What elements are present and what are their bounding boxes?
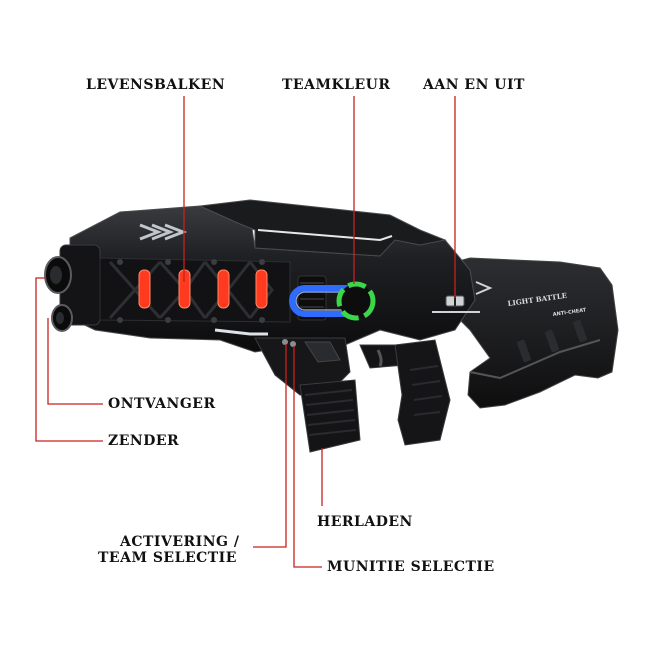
ammo-select-button: [290, 341, 296, 347]
stock-rail: [469, 339, 601, 380]
label-teamkleur: TEAMKLEUR: [282, 77, 391, 93]
team-color-indicator: [289, 281, 376, 321]
gun-side-subtext: ANTI-CHEAT: [552, 307, 587, 318]
label-levensbalken: LEVENSBALKEN: [86, 77, 226, 93]
leader-lines: [35, 96, 456, 568]
health-bar-3: [217, 269, 230, 309]
health-bars: [138, 269, 268, 309]
label-munitie-selectie: MUNITIE SELECTIE: [327, 559, 495, 575]
pistol-grip: [394, 339, 451, 446]
gun-stock: [449, 257, 619, 409]
leader-ontvanger: [47, 318, 103, 405]
leader-zender: [35, 277, 103, 442]
label-herladen: HERLADEN: [317, 514, 413, 530]
label-zender: ZENDER: [108, 433, 180, 449]
leader-activering: [253, 344, 287, 548]
label-activering-line1: ACTIVERING /: [120, 534, 240, 550]
label-ontvanger: ONTVANGER: [108, 396, 216, 412]
laser-gun: LIGHT BATTLE ANTI-CHEAT: [44, 199, 619, 453]
health-bar-1: [138, 269, 151, 309]
leader-munitie: [293, 346, 322, 568]
health-bar-4: [255, 269, 268, 309]
label-activering-line2: TEAM SELECTIE: [98, 550, 237, 566]
team-color-green-ring: [336, 281, 376, 321]
carry-handle: [198, 199, 447, 257]
label-aan-en-uit: AAN EN UIT: [423, 77, 525, 93]
activation-button: [282, 339, 288, 345]
